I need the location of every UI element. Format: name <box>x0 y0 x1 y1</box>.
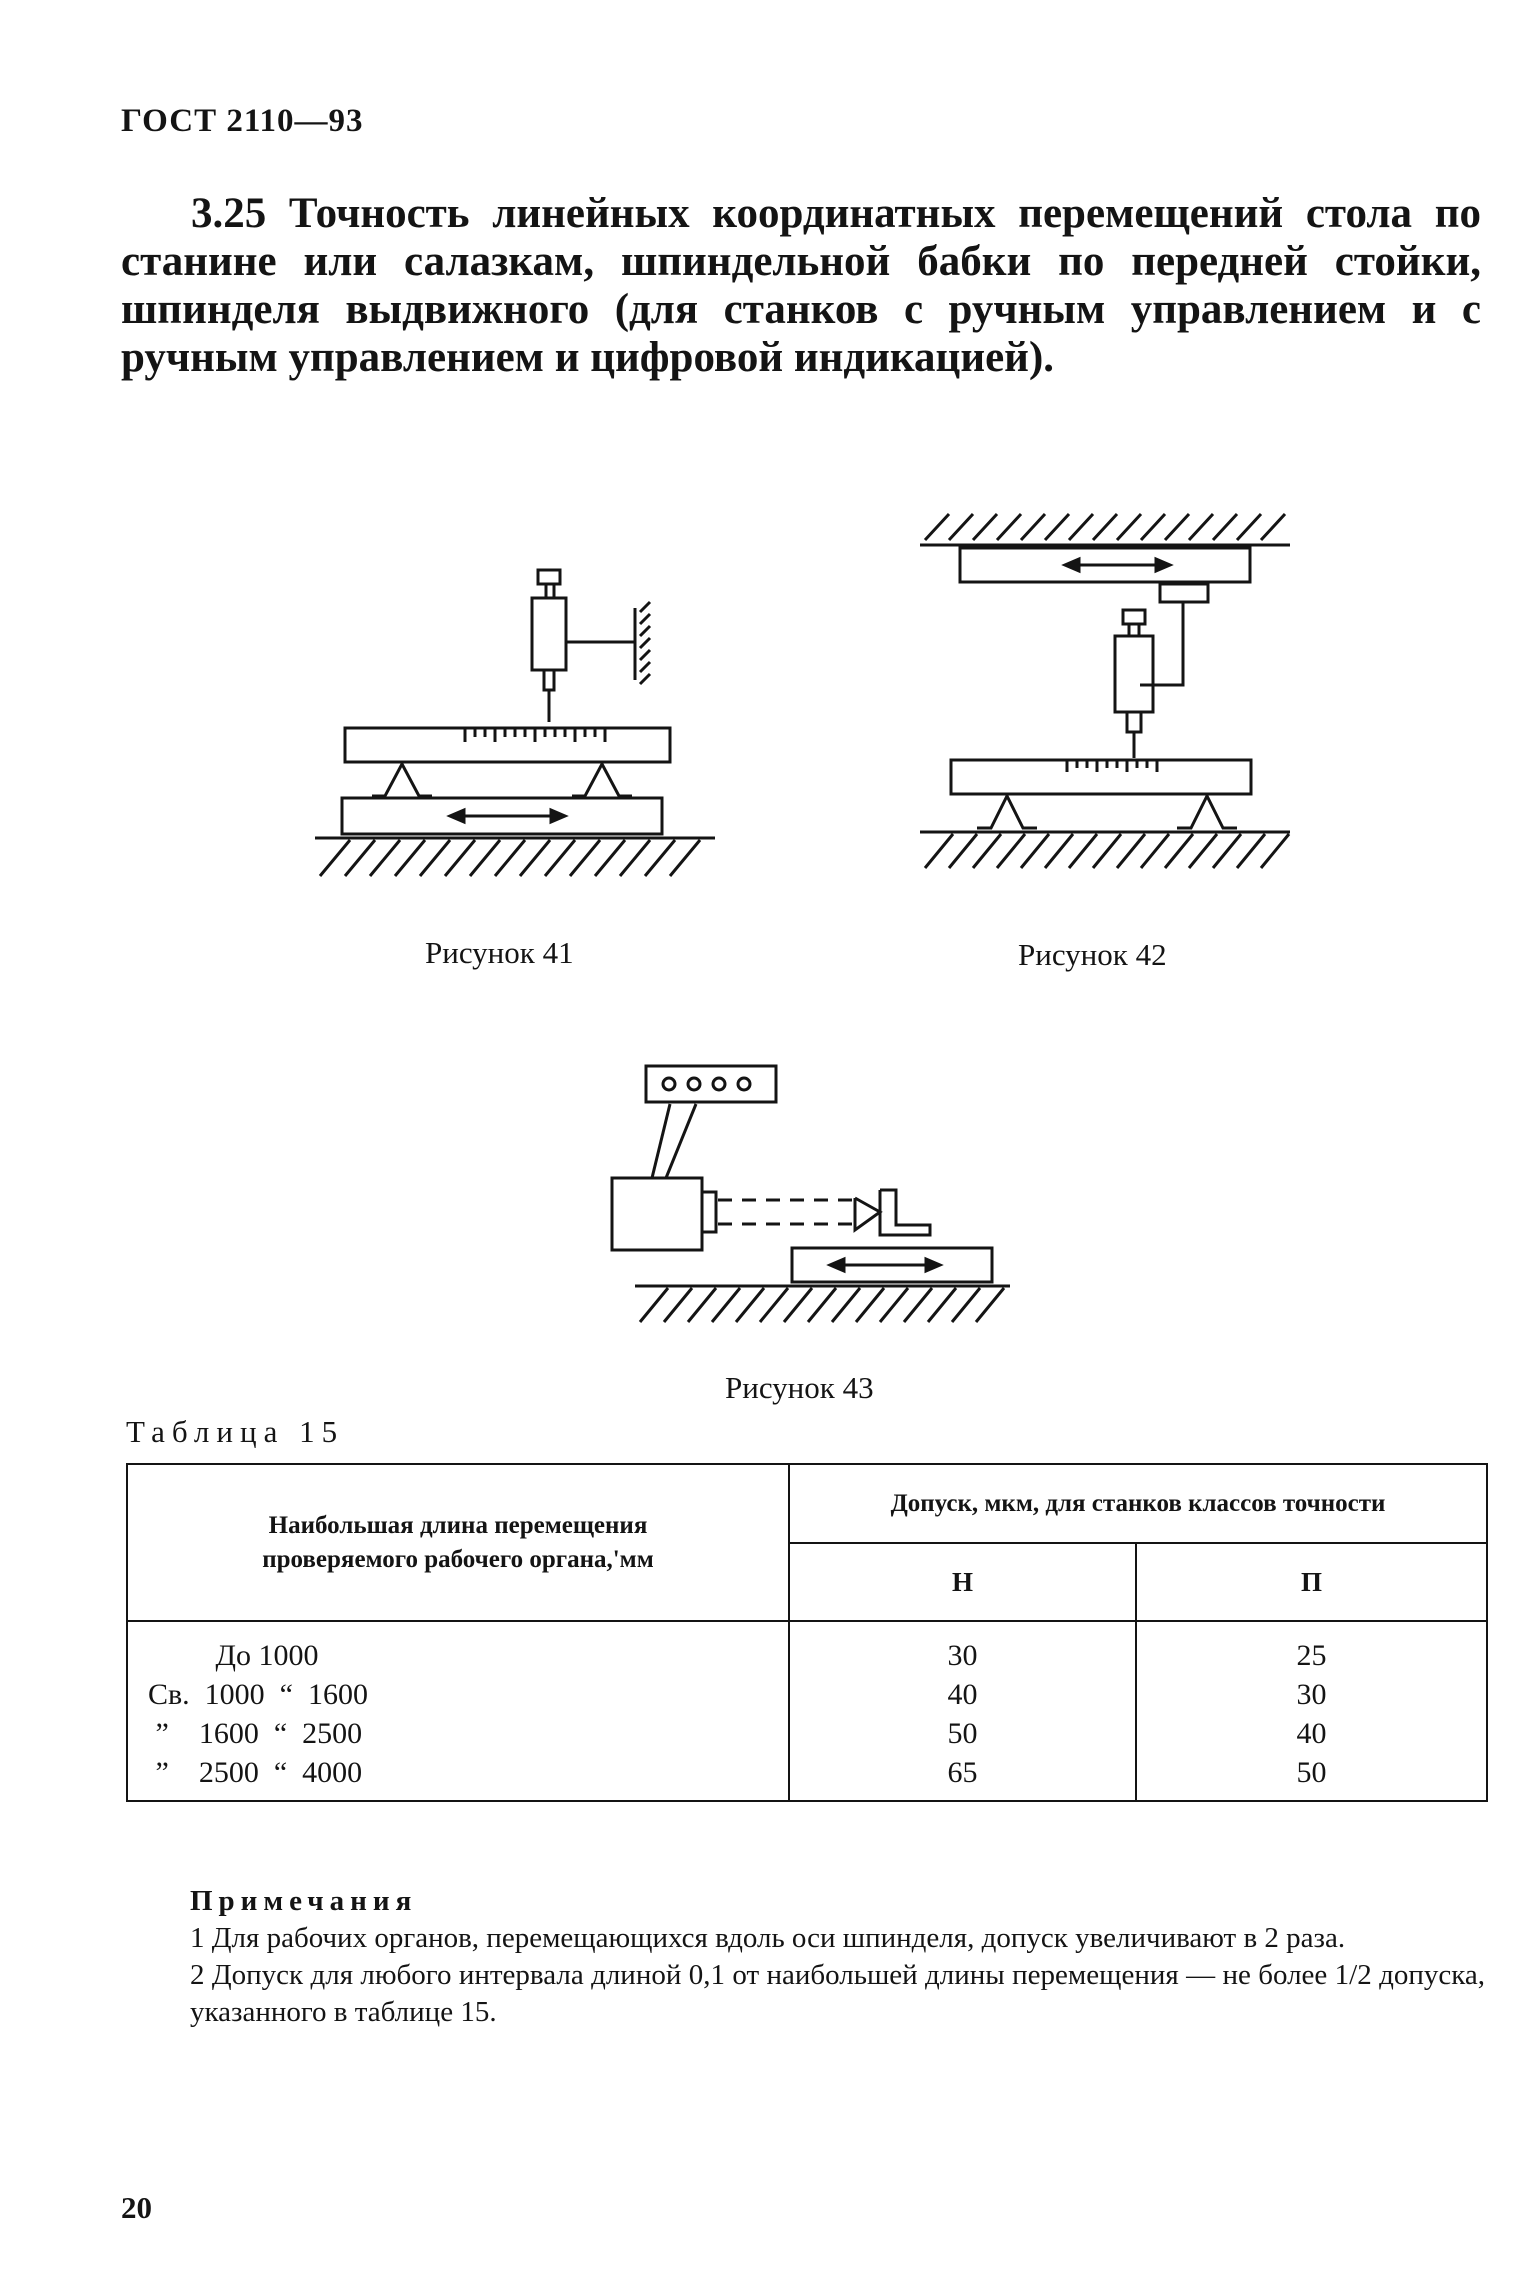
table-title: Таблица 15 <box>126 1414 345 1449</box>
figure-42-caption: Рисунок 42 <box>1018 937 1167 972</box>
table-cell-length: Св. 1000 “ 1600 <box>148 1678 368 1711</box>
table-cell-h: 65 <box>947 1756 978 1789</box>
figure-41-drawing <box>315 568 715 877</box>
figure-41-caption: Рисунок 41 <box>425 935 574 970</box>
section-3-25-text: 3.25 Точность линейных координатных пере… <box>121 190 1481 381</box>
table-cell-length: ” 1600 “ 2500 <box>148 1717 363 1750</box>
table-body: До 1000 Св. 1000 “ 1600 ” 1600 “ 2500 ” … <box>126 1620 1488 1802</box>
column-header-length: Наибольшая длина перемещения проверяемог… <box>126 1463 790 1622</box>
table-15: Наибольшая длина перемещения проверяемог… <box>126 1463 1488 1802</box>
table-cell-h: 40 <box>947 1678 978 1711</box>
figure-43-caption: Рисунок 43 <box>725 1370 874 1405</box>
table-cell-p: 25 <box>1296 1639 1327 1672</box>
notes-title: Примечания <box>190 1885 418 1917</box>
table-cell-length: ” 2500 “ 4000 <box>148 1756 363 1789</box>
table-cell-length: До 1000 <box>148 1639 319 1672</box>
length-column: До 1000 Св. 1000 “ 1600 ” 1600 “ 2500 ” … <box>126 1620 790 1802</box>
p-column: 25 30 40 50 <box>1135 1620 1488 1802</box>
document-header: ГОСТ 2110—93 <box>121 103 364 139</box>
page-number: 20 <box>121 2190 152 2225</box>
figure-43-drawing <box>610 1064 1010 1323</box>
figure-42-drawing <box>920 512 1291 869</box>
table-cell-p: 50 <box>1296 1756 1327 1789</box>
notes-block: Примечания 1 Для рабочих органов, переме… <box>190 1883 1485 2031</box>
subheader-p: П <box>1135 1542 1488 1622</box>
subheader-h: Н <box>788 1542 1137 1622</box>
table-cell-h: 50 <box>947 1717 978 1750</box>
table-cell-p: 40 <box>1296 1717 1327 1750</box>
table-cell-h: 30 <box>947 1639 978 1672</box>
table-cell-p: 30 <box>1296 1678 1327 1711</box>
note-2: 2 Допуск для любого интервала длиной 0,1… <box>190 1959 1485 2028</box>
note-1: 1 Для рабочих органов, перемещающихся вд… <box>190 1922 1346 1954</box>
column-header-tolerance: Допуск, мкм, для станков классов точност… <box>788 1463 1488 1544</box>
h-column: 30 40 50 65 <box>788 1620 1137 1802</box>
